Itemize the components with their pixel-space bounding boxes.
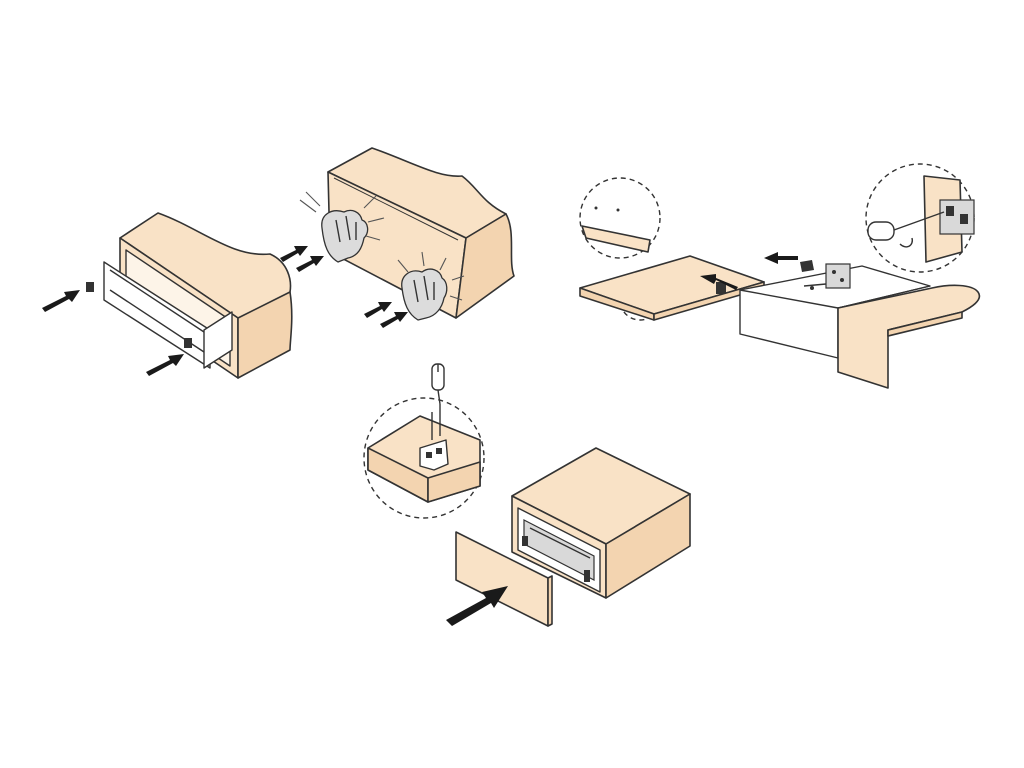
pressure-rays-upper: [299, 191, 385, 241]
cabinet-top-face: [119, 212, 292, 319]
step-5-attach-front: [446, 447, 691, 627]
panel-side-face: [455, 213, 515, 319]
screwdriver-horizontal-icon: [867, 211, 945, 248]
box-side: [605, 493, 691, 599]
step-3-bracket-mount: [579, 163, 981, 389]
panel-top-face: [327, 147, 507, 239]
glove-lower-icon: [401, 268, 448, 321]
rail-clip-right-icon: [184, 338, 192, 348]
bracket-detail-icon: [939, 199, 975, 235]
push-arrows-lower-icon: [364, 302, 408, 328]
step-2-press-panel: [280, 147, 515, 328]
attach-arrow-icon: [446, 586, 508, 626]
glove-upper-icon: [321, 209, 369, 263]
rail-clip-left-icon: [86, 282, 94, 292]
push-arrow-left-icon: [42, 290, 80, 312]
cabinet-side-face: [237, 291, 293, 379]
screwdriver-vertical-icon: [431, 363, 445, 405]
step-4-screw-bracket: [363, 363, 485, 519]
step-1-slide-rails: [42, 212, 293, 379]
push-arrow-bottom-icon: [146, 354, 184, 376]
hinge-bracket-icon: [419, 439, 449, 471]
push-arrows-upper-icon: [280, 246, 324, 272]
bracket-on-board-icon: [716, 282, 726, 294]
bracket-plate-icon: [825, 263, 851, 289]
pressure-rays-lower: [397, 251, 465, 301]
slide-arrow-icon: [764, 252, 798, 264]
drawer-tray: [103, 261, 211, 369]
clip-icon: [800, 260, 814, 272]
